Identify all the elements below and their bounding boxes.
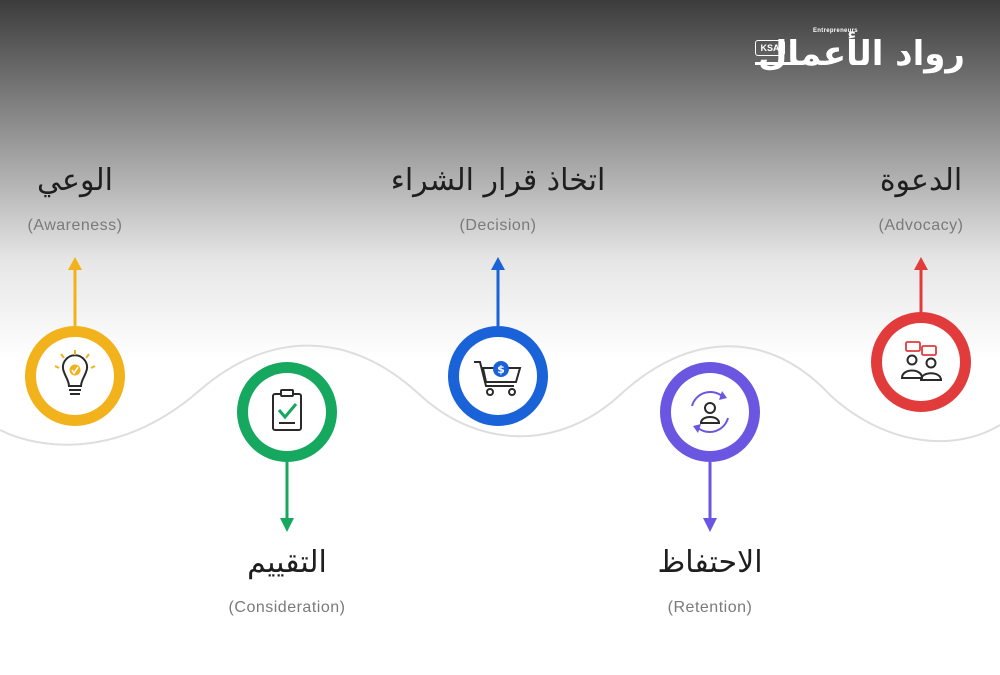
consideration-arrowhead — [280, 518, 294, 532]
awareness-inner — [36, 337, 114, 415]
decision-title-ar: اتخاذ قرار الشراء — [390, 163, 606, 198]
logo-text: رواد الأعمال — [757, 34, 966, 74]
decision-title-en: (Decision) — [459, 217, 537, 234]
retention-arrowhead — [703, 518, 717, 532]
advocacy-inner — [882, 323, 960, 401]
advocacy-arrowhead — [914, 257, 928, 270]
retention-title-en: (Retention) — [667, 599, 753, 616]
stage-retention — [660, 362, 760, 532]
stage-decision: $ — [448, 257, 548, 426]
decision-arrowhead — [491, 257, 505, 270]
brand-logo: Entrepreneurs KSA رواد الأعمال — [755, 28, 966, 80]
awareness-arrowhead — [68, 257, 82, 270]
consideration-title-en: (Consideration) — [228, 599, 346, 616]
awareness-title-ar: الوعي — [37, 163, 113, 198]
logo-badge: KSA — [755, 40, 785, 56]
lightbulb-icon — [54, 350, 96, 395]
stage-consideration — [237, 362, 337, 532]
logo-tagline: Entrepreneurs — [813, 28, 858, 34]
svg-text:$: $ — [497, 363, 505, 376]
advocacy-title-en: (Advocacy) — [878, 217, 964, 234]
clipboard-check-icon — [272, 389, 302, 431]
retention-title-ar: الاحتفاظ — [657, 545, 763, 580]
stage-advocacy — [871, 257, 971, 412]
advocacy-title-ar: الدعوة — [879, 163, 963, 198]
people-chat-icon — [900, 341, 943, 381]
user-cycle-icon — [691, 391, 729, 433]
shopping-cart-icon: $ — [474, 361, 522, 396]
journey-wave — [0, 344, 1000, 446]
stage-awareness — [25, 257, 125, 426]
consideration-inner — [248, 373, 326, 451]
logo-underline — [755, 62, 803, 65]
consideration-title-ar: التقييم — [247, 545, 327, 580]
awareness-title-en: (Awareness) — [27, 217, 123, 234]
